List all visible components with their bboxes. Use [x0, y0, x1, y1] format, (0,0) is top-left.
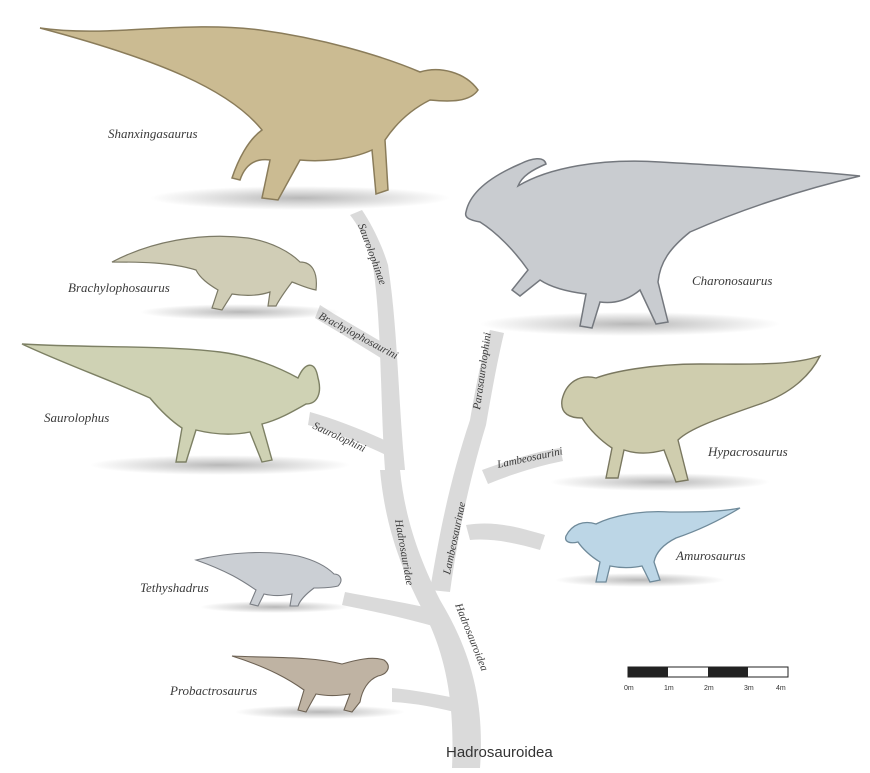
species-label-shanxingasaurus: Shanxingasaurus: [108, 126, 198, 142]
scale-bar: 0m 1m 2m 3m 4m: [624, 667, 788, 692]
root-clade-label: Hadrosauroidea: [446, 744, 553, 761]
species-label-hypacrosaurus: Hypacrosaurus: [708, 444, 788, 460]
branch-lambeosaurinae: [430, 330, 504, 592]
scale-tick-label: 0m: [624, 685, 634, 692]
dinosaur-illustration-hypacrosaurus: [562, 356, 820, 482]
branch-lambeosaurini: [466, 523, 545, 550]
species-label-tethyshadrus: Tethyshadrus: [140, 580, 209, 596]
species-label-saurolophus: Saurolophus: [44, 410, 109, 426]
scale-tick-label: 2m: [704, 685, 714, 692]
scale-tick-label: 3m: [744, 685, 754, 692]
species-label-charonosaurus: Charonosaurus: [692, 273, 772, 289]
dinosaur-illustration-charonosaurus: [466, 159, 860, 328]
scale-tick-label: 4m: [776, 685, 786, 692]
dinosaur-illustration-brachylophosaurus: [112, 236, 316, 310]
species-label-amurosaurus: Amurosaurus: [676, 548, 746, 564]
dinosaur-illustration-amurosaurus: [566, 508, 740, 582]
dinosaur-illustration-shanxingasaurus: [40, 27, 478, 200]
dinosaur-illustration-saurolophus: [22, 344, 320, 462]
species-label-probactrosaurus: Probactrosaurus: [170, 683, 257, 699]
scale-tick-label: 1m: [664, 685, 674, 692]
dinosaur-illustration-tethyshadrus: [196, 553, 341, 606]
species-label-brachylophosaurus: Brachylophosaurus: [68, 280, 170, 296]
